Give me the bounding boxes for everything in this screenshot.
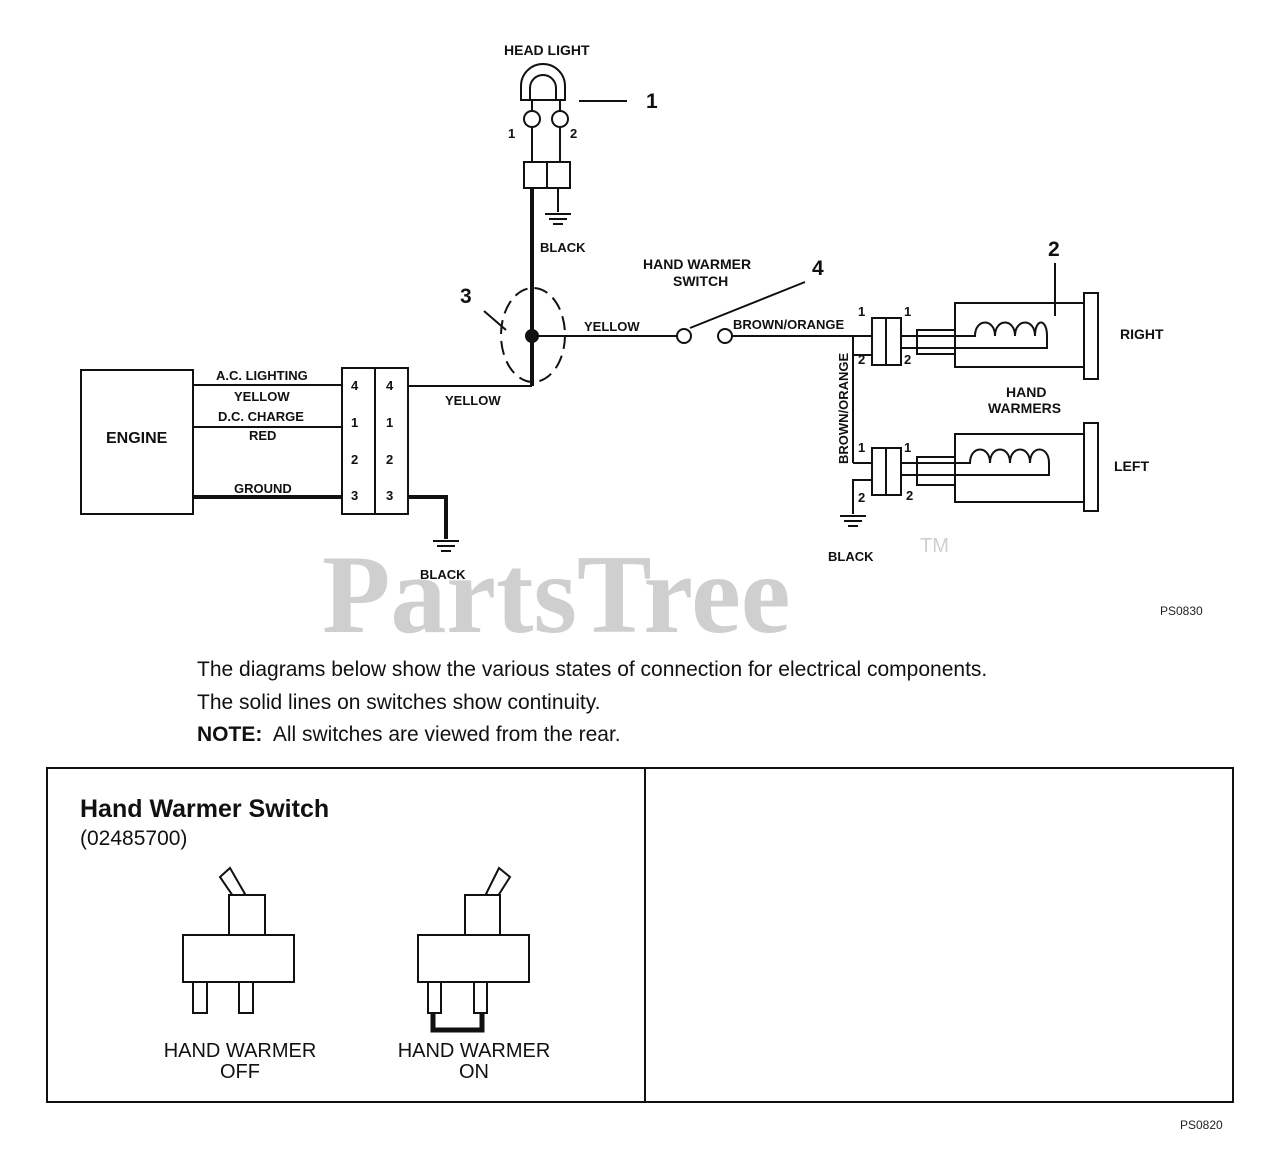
brown-orange-branch-label: BROWN/ORANGE <box>836 352 851 464</box>
engine-wire-1-color: YELLOW <box>234 389 290 404</box>
callout-3: 3 <box>460 285 472 308</box>
right-conn-pin-1a: 1 <box>858 304 865 319</box>
note-text: All switches are viewed from the rear. <box>272 723 621 746</box>
callout-1: 1 <box>646 90 658 113</box>
callout-4: 4 <box>812 257 824 280</box>
watermark-trademark: TM <box>920 535 949 557</box>
engine-connector <box>341 367 409 515</box>
footer-code: PS0820 <box>1180 1118 1223 1132</box>
switch-label-line2: SWITCH <box>673 273 728 289</box>
connector-pin-right-2: 2 <box>386 452 393 467</box>
headlight-pin-1: 1 <box>508 126 515 141</box>
connector-pin-right-1: 1 <box>386 415 393 430</box>
switch-states-panel <box>46 767 1234 1103</box>
switch-label-line1: HAND WARMER <box>643 256 751 272</box>
notes: The diagrams below show the various stat… <box>197 654 987 752</box>
switch-state-off-line2: OFF <box>220 1061 260 1083</box>
connector-pin-left-1: 1 <box>351 415 358 430</box>
right-conn-pin-2b: 2 <box>904 352 911 367</box>
switch-state-on-label: HAND WARMER ON <box>394 1041 554 1083</box>
engine-wire-2-name: D.C. CHARGE <box>218 409 304 424</box>
switch-contact-in <box>676 328 692 344</box>
engine-label: ENGINE <box>106 430 168 447</box>
left-conn-pin-1a: 1 <box>858 440 865 455</box>
right-warmer-connector <box>853 317 956 366</box>
left-warmer-label: LEFT <box>1114 458 1149 474</box>
engine-wire-3-name: GROUND <box>234 481 292 496</box>
notes-line-1: The diagrams below show the various stat… <box>197 658 988 681</box>
right-hand-warmer <box>954 292 1099 380</box>
switch-panel-part-number: (02485700) <box>80 827 188 850</box>
watermark: PartsTree <box>322 533 791 657</box>
yellow-switch-wire-label: YELLOW <box>584 319 640 334</box>
left-hand-warmer <box>954 422 1099 512</box>
switch-off-drawing <box>182 866 295 1014</box>
yellow-feed-wire-label: YELLOW <box>445 393 501 408</box>
connector-pin-right-4: 4 <box>386 378 394 393</box>
switch-state-on-line1: HAND WARMER <box>397 1040 551 1062</box>
headlight-ground-label: BLACK <box>540 240 586 255</box>
engine-ground-label: BLACK <box>420 567 466 582</box>
engine-block <box>80 369 194 515</box>
headlight <box>520 63 571 225</box>
switch-panel-title: Hand Warmer Switch <box>80 795 330 823</box>
brown-orange-wire-label: BROWN/ORANGE <box>733 317 845 332</box>
right-conn-pin-2a: 2 <box>858 352 865 367</box>
right-warmer-label: RIGHT <box>1120 326 1164 342</box>
hand-warmers-label-line1: HAND <box>1006 384 1046 400</box>
engine-wire-2-color: RED <box>249 428 276 443</box>
switch-lever <box>689 281 806 329</box>
notes-line-3: NOTE: All switches are viewed from the r… <box>197 719 987 752</box>
left-conn-pin-2b: 2 <box>906 488 913 503</box>
notes-line-2: The solid lines on switches show continu… <box>197 690 601 714</box>
engine-wire-1-name: A.C. LIGHTING <box>216 368 308 383</box>
switch-state-off-line1: HAND WARMER <box>163 1040 317 1062</box>
callout-3-leader <box>483 310 507 331</box>
engine-ground <box>408 495 459 552</box>
connector-pin-left-4: 4 <box>351 378 359 393</box>
headlight-label: HEAD LIGHT <box>504 42 590 58</box>
switch-contact-out <box>717 328 733 344</box>
left-warmer-connector <box>840 447 956 527</box>
headlight-pin-2: 2 <box>570 126 577 141</box>
left-conn-pin-1b: 1 <box>904 440 911 455</box>
engine-wires <box>193 384 342 499</box>
hand-warmers-label-line2: WARMERS <box>988 400 1061 416</box>
connector-pin-right-3: 3 <box>386 488 393 503</box>
callout-2: 2 <box>1048 238 1060 261</box>
panel-divider <box>644 769 646 1101</box>
switch-state-off-label: HAND WARMER OFF <box>160 1041 320 1083</box>
warmer-ground-label: BLACK <box>828 549 874 564</box>
connector-pin-left-3: 3 <box>351 488 358 503</box>
left-conn-pin-2a: 2 <box>858 490 865 505</box>
right-conn-pin-1b: 1 <box>904 304 911 319</box>
switch-state-on-line2: ON <box>459 1061 489 1083</box>
note-label: NOTE: <box>197 723 263 746</box>
connector-pin-left-2: 2 <box>351 452 358 467</box>
figure-code: PS0830 <box>1160 604 1203 618</box>
switch-on-drawing <box>417 866 530 1033</box>
